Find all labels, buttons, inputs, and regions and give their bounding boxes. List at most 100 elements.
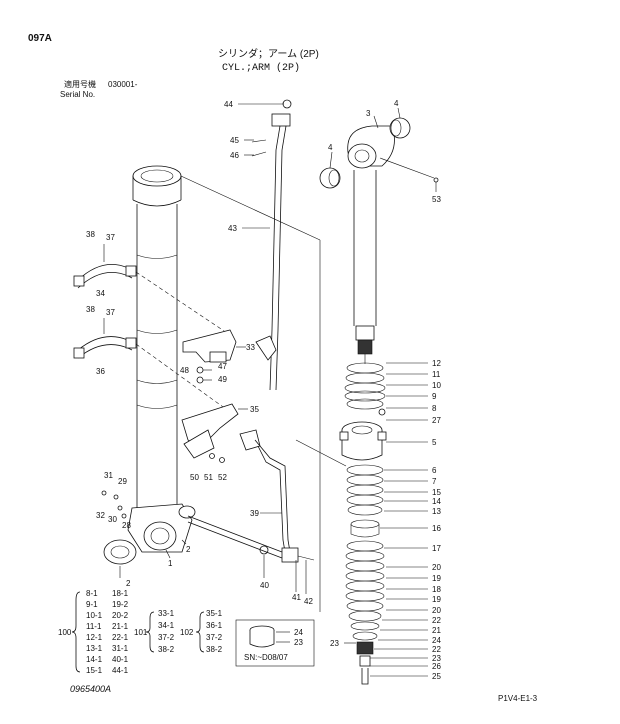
title-en: CYL.;ARM (2P) — [222, 63, 301, 74]
callout: 19 — [432, 595, 441, 604]
group-100-item: 10-1 — [86, 611, 103, 620]
callout: 46 — [230, 151, 239, 160]
callout: 23 — [294, 638, 303, 647]
callout: 14 — [432, 497, 441, 506]
callout: 33 — [246, 343, 255, 352]
drawing-number: 0965400A — [70, 684, 112, 694]
callout: 5 — [432, 438, 437, 447]
callout: 24 — [432, 636, 441, 645]
group-102-item: 38-2 — [206, 645, 223, 654]
callout: 3 — [366, 109, 371, 118]
group-100-item: 14-1 — [86, 655, 103, 664]
callout: 43 — [228, 224, 237, 233]
group-100-item: 9-1 — [86, 600, 98, 609]
title-jp: シリンダ；アーム (2P) — [218, 49, 319, 60]
callout: 12 — [432, 359, 441, 368]
seal-stack-upper — [344, 362, 386, 416]
col-b-item: 20-2 — [112, 611, 129, 620]
sn-box — [235, 619, 315, 667]
col-b-item: 44-1 — [112, 666, 129, 675]
callout: 2 — [186, 545, 191, 554]
callout: 20 — [432, 606, 441, 615]
callout: 4 — [328, 143, 333, 152]
serial-value: 030001- — [108, 80, 138, 89]
leader-lines — [119, 103, 437, 677]
group-100-item: 11-1 — [86, 622, 102, 631]
group-100-item: 12-1 — [86, 633, 103, 642]
serial-label-en: Serial No. — [60, 90, 96, 99]
callout: 37 — [106, 308, 115, 317]
group-102-item: 36-1 — [206, 621, 223, 630]
callout: 45 — [230, 136, 239, 145]
callout: 8 — [432, 404, 437, 413]
sn-box-label: SN:~D08/07 — [244, 653, 288, 662]
page-code: 097A — [28, 33, 52, 44]
group-101-item: 33-1 — [158, 609, 175, 618]
col-b-item: 18-1 — [112, 589, 129, 598]
callout: 29 — [118, 477, 127, 486]
callout: 42 — [304, 597, 313, 606]
col-b-item: 21-1 — [112, 622, 129, 631]
callout: 44 — [224, 100, 233, 109]
callout: 52 — [218, 473, 227, 482]
group-100-item: 15-1 — [86, 666, 103, 675]
piston-stack — [345, 540, 385, 685]
callout: 26 — [432, 662, 441, 671]
callout: 13 — [432, 507, 441, 516]
bracket-35 — [181, 403, 239, 459]
callout: 51 — [204, 473, 213, 482]
callout: 20 — [432, 563, 441, 572]
piston-rod — [347, 125, 395, 364]
callout: 4 — [394, 99, 399, 108]
callout: 53 — [432, 195, 441, 204]
bushing-4-upper — [389, 117, 411, 139]
group-101-item: 37-2 — [158, 633, 175, 642]
parts-table: 100 8-1 9-1 10-1 11-1 12-1 13-1 14-1 15-… — [58, 589, 223, 675]
callout: 25 — [432, 672, 441, 681]
callout: 32 — [96, 511, 105, 520]
col-b-item: 31-1 — [112, 644, 129, 653]
callout: 30 — [108, 515, 117, 524]
callout: 11 — [432, 370, 441, 379]
callout: 50 — [190, 473, 199, 482]
clamp-33 — [182, 329, 237, 363]
callout: 24 — [294, 628, 303, 637]
group-102-label: 102 — [180, 628, 194, 637]
callout: 28 — [122, 521, 131, 530]
band-34 — [73, 244, 137, 289]
callout: 23 — [330, 639, 339, 648]
group-101-label: 101 — [134, 628, 148, 637]
callout: 1 — [168, 559, 173, 568]
callout: 47 — [218, 362, 227, 371]
band-36 — [73, 318, 137, 359]
callout: 36 — [96, 367, 105, 376]
rod-head — [339, 421, 387, 461]
group-100-item: 8-1 — [86, 589, 98, 598]
callout: 10 — [432, 381, 441, 390]
callout: 48 — [180, 366, 189, 375]
col-b-item: 19-2 — [112, 600, 129, 609]
callout: 17 — [432, 544, 441, 553]
group-102-item: 37-2 — [206, 633, 223, 642]
bushing-4-lower — [319, 167, 341, 189]
seal-stack-mid — [346, 464, 384, 538]
group-100-label: 100 — [58, 628, 72, 637]
callout: 27 — [432, 416, 441, 425]
callout: 39 — [250, 509, 259, 518]
callout: 21 — [432, 626, 441, 635]
callout: 37 — [106, 233, 115, 242]
bushing-2 — [103, 539, 137, 565]
grease-fittings — [101, 490, 127, 519]
cylinder-tube — [127, 165, 196, 553]
callout: 41 — [292, 593, 301, 602]
callout: 38 — [86, 305, 95, 314]
callout: 22 — [432, 616, 441, 625]
group-100-item: 13-1 — [86, 644, 103, 653]
callout: 38 — [86, 230, 95, 239]
callout: 49 — [218, 375, 227, 384]
col-b-item: 22-1 — [112, 633, 129, 642]
sheet-code: P1V4-E1-3 — [498, 694, 538, 703]
callout: 22 — [432, 645, 441, 654]
pipe-39 — [239, 429, 315, 563]
